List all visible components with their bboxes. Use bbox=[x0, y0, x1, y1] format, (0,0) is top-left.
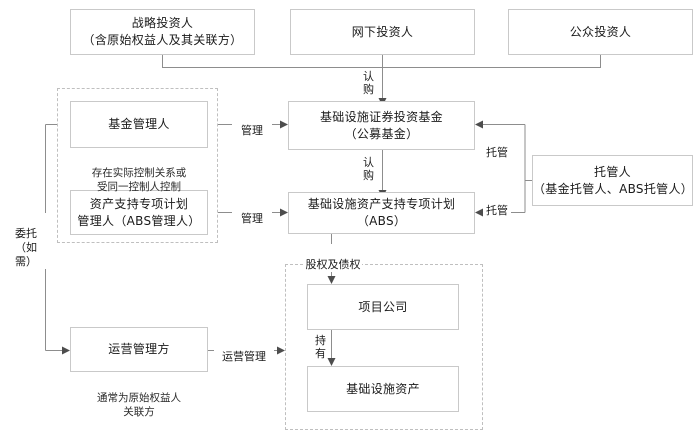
edge-label-subscribe-abs: 认购 bbox=[362, 156, 375, 182]
note-operator-relation-text: 通常为原始权益人 关联方 bbox=[97, 392, 181, 418]
box-offline-investor-label: 网下投资人 bbox=[351, 24, 414, 39]
edge-label-custody-abs: 托管 bbox=[483, 190, 511, 218]
box-operator[interactable]: 运营管理方 bbox=[70, 327, 208, 372]
box-operator-label: 运营管理方 bbox=[108, 342, 170, 356]
edge-label-equity-debt: 股权及债权 bbox=[304, 244, 362, 272]
managers-dashed-group bbox=[57, 88, 218, 243]
box-offline-investor[interactable]: 网下投资人 bbox=[290, 9, 475, 55]
box-custodian-label: 托管人 （基金托管人、ABS托管人） bbox=[533, 164, 694, 196]
box-strategic-investor-label: 战略投资人 （含原始权益人及其关联方） bbox=[82, 16, 243, 47]
box-infrastructure-asset[interactable]: 基础设施资产 bbox=[307, 366, 459, 412]
edge-label-subscribe-fund-text: 认购 bbox=[363, 70, 374, 96]
edge-label-operation-management: 运营管理 bbox=[214, 336, 274, 364]
box-fund-manager-label: 基金管理人 bbox=[108, 117, 170, 131]
edge-label-custody-abs-text: 托管 bbox=[486, 204, 508, 217]
box-abs-plan[interactable]: 基础设施资产支持专项计划 （ABS） bbox=[288, 192, 475, 234]
edge-label-manage-fund-text: 管理 bbox=[241, 124, 263, 137]
edge-label-hold: 持有 bbox=[314, 334, 327, 360]
edge-label-operation-management-text: 运营管理 bbox=[222, 350, 266, 363]
edge-label-custody-fund: 托管 bbox=[483, 132, 511, 160]
note-control-relation: 存在实际控制关系或 受同一控制人控制 bbox=[70, 152, 208, 194]
edge-label-subscribe-fund: 认购 bbox=[362, 70, 375, 96]
edge-label-custody-fund-text: 托管 bbox=[486, 146, 508, 159]
box-infrastructure-asset-label: 基础设施资产 bbox=[346, 381, 420, 396]
box-project-company[interactable]: 项目公司 bbox=[307, 284, 459, 330]
project-assets-dashed-group bbox=[285, 264, 483, 430]
box-abs-manager[interactable]: 资产支持专项计划 管理人（ABS管理人） bbox=[70, 190, 208, 235]
box-custodian[interactable]: 托管人 （基金托管人、ABS托管人） bbox=[532, 155, 693, 206]
box-public-investor[interactable]: 公众投资人 bbox=[508, 9, 693, 55]
note-control-relation-text: 存在实际控制关系或 受同一控制人控制 bbox=[91, 167, 187, 193]
box-public-fund[interactable]: 基础设施证券投资基金 （公募基金） bbox=[288, 101, 475, 150]
box-strategic-investor[interactable]: 战略投资人 （含原始权益人及其关联方） bbox=[70, 9, 255, 55]
box-project-company-label: 项目公司 bbox=[358, 299, 408, 314]
edge-label-subscribe-abs-text: 认购 bbox=[363, 156, 374, 182]
note-operator-relation: 通常为原始权益人 关联方 bbox=[60, 377, 218, 419]
box-abs-plan-label: 基础设施资产支持专项计划 （ABS） bbox=[307, 197, 456, 228]
box-fund-manager[interactable]: 基金管理人 bbox=[70, 101, 208, 148]
edge-label-manage-abs-text: 管理 bbox=[241, 212, 263, 225]
edge-label-equity-debt-text: 股权及债权 bbox=[305, 258, 361, 271]
box-public-investor-label: 公众投资人 bbox=[569, 24, 632, 39]
edge-label-entrust-text: 委托 （如需） bbox=[15, 227, 37, 268]
edge-label-entrust: 委托 （如需） bbox=[5, 213, 47, 269]
edge-label-manage-abs: 管理 bbox=[232, 198, 272, 226]
box-abs-manager-label: 资产支持专项计划 管理人（ABS管理人） bbox=[77, 196, 201, 228]
edge-label-hold-text: 持有 bbox=[315, 334, 326, 360]
edge-label-manage-fund: 管理 bbox=[232, 110, 272, 138]
box-public-fund-label: 基础设施证券投资基金 （公募基金） bbox=[319, 109, 443, 141]
